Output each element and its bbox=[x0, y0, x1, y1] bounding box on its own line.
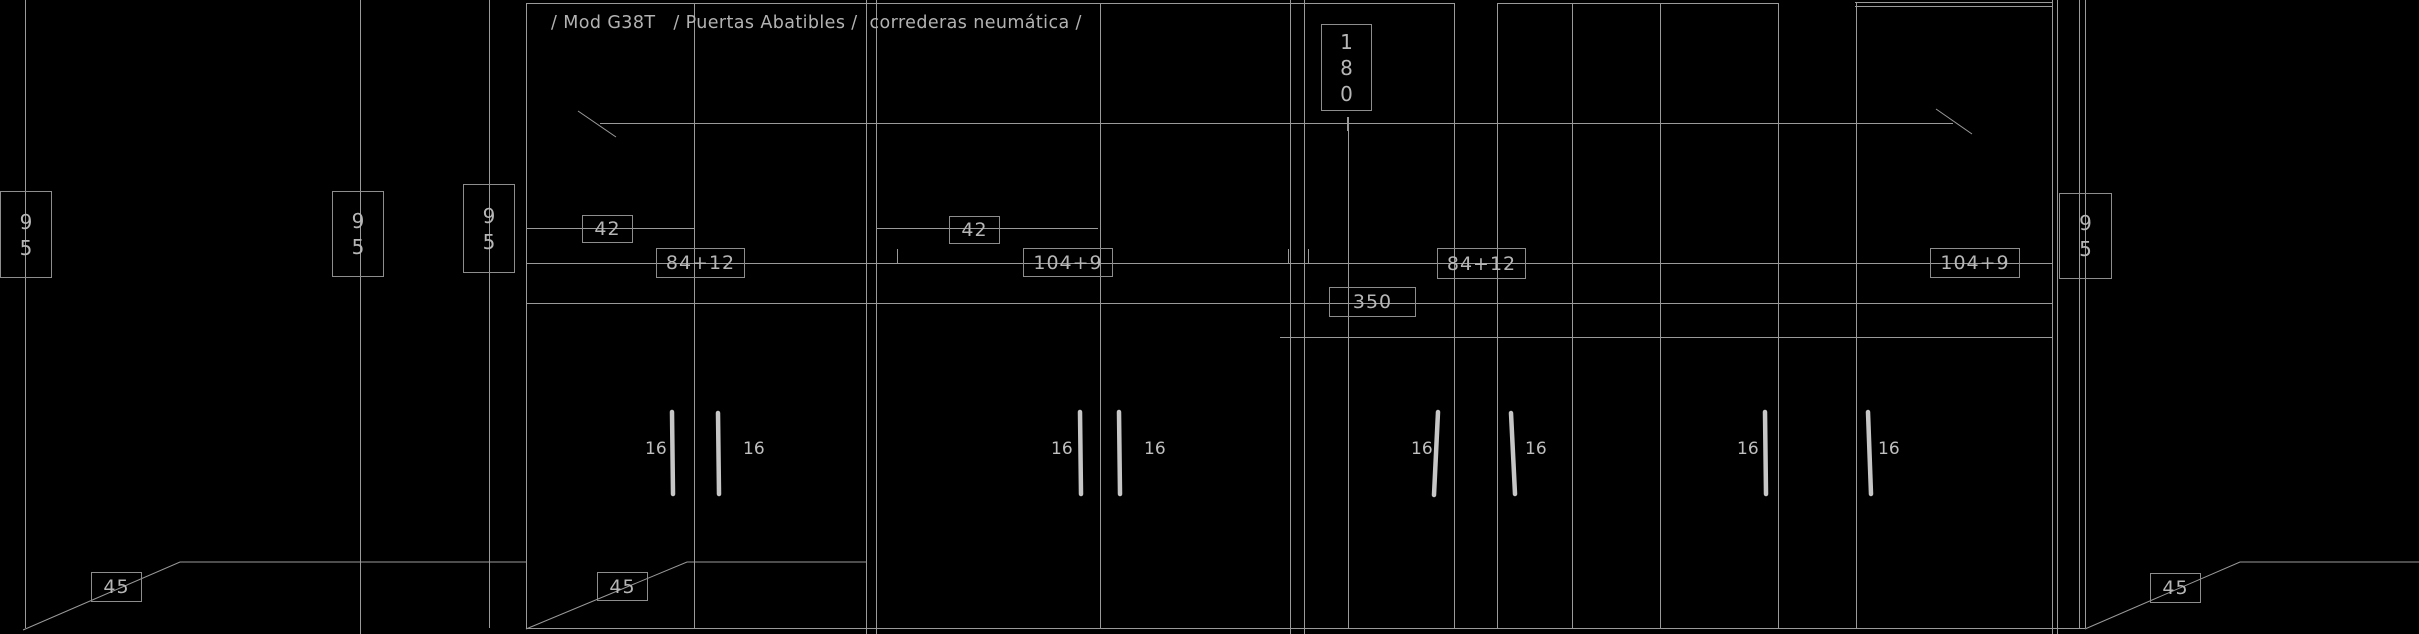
plinth-leader-line-right bbox=[2084, 561, 2419, 630]
dim-label-45-left: 45 bbox=[103, 576, 130, 598]
handle-label-16-4: 16 bbox=[1144, 439, 1166, 459]
dim-box-42-left: 42 bbox=[582, 215, 633, 243]
dim-box-95-right: 95 bbox=[2059, 193, 2112, 279]
handle-label-16-2: 16 bbox=[743, 439, 765, 459]
dim-box-45-right: 45 bbox=[2150, 573, 2201, 603]
door-handle-bar-1 bbox=[669, 409, 676, 497]
dim-label-84-12-right: 84+12 bbox=[1446, 252, 1517, 275]
dim-label-45-mid: 45 bbox=[609, 575, 636, 598]
dim-label-95-left-2: 95 bbox=[351, 209, 365, 259]
dim-box-45-left: 45 bbox=[91, 572, 142, 602]
dim-box-180: 180 bbox=[1321, 24, 1372, 111]
dimension-end-slash-left bbox=[577, 110, 617, 138]
dim-label-104-9-right: 104+9 bbox=[1940, 252, 2010, 274]
door-handle-bar-7 bbox=[1762, 409, 1769, 497]
dim-label-104-9-left: 104+9 bbox=[1033, 251, 1103, 274]
dim-box-350: 350 bbox=[1329, 287, 1416, 317]
dim-label-45-right: 45 bbox=[2162, 577, 2189, 599]
door-handle-bar-5 bbox=[1431, 409, 1441, 498]
dim-box-84-12-left: 84+12 bbox=[656, 248, 745, 278]
dim-box-95-wall-left: 95 bbox=[0, 191, 52, 278]
door-handle-bar-8 bbox=[1865, 409, 1874, 497]
handle-label-16-1: 16 bbox=[645, 439, 667, 459]
plinth-leader-line-left bbox=[22, 561, 526, 631]
drawing-title: / Mod G38T / Puertas Abatibles / correde… bbox=[551, 13, 1082, 33]
handle-label-16-5: 16 bbox=[1411, 439, 1433, 459]
door-handle-bar-2 bbox=[715, 410, 722, 497]
handle-label-16-6: 16 bbox=[1525, 439, 1547, 459]
dim-box-95-left-2: 95 bbox=[332, 191, 384, 277]
dim-box-104-9-right: 104+9 bbox=[1930, 248, 2020, 278]
dim-box-42-mid: 42 bbox=[949, 216, 1000, 244]
dim-label-95-right: 95 bbox=[2079, 211, 2092, 261]
dim-box-95-left-3: 95 bbox=[463, 184, 515, 273]
dimension-end-slash-right bbox=[1935, 108, 1973, 135]
handle-label-16-7: 16 bbox=[1737, 439, 1759, 459]
dim-label-42-mid: 42 bbox=[961, 219, 988, 241]
dim-label-350: 350 bbox=[1352, 291, 1393, 313]
dim-box-84-12-right: 84+12 bbox=[1437, 248, 1526, 279]
dim-label-84-12-left: 84+12 bbox=[665, 252, 736, 274]
door-handle-bar-6 bbox=[1508, 410, 1518, 497]
plinth-leader-line-mid bbox=[525, 561, 866, 630]
dim-label-95-left-3: 95 bbox=[482, 203, 496, 254]
handle-label-16-8: 16 bbox=[1878, 439, 1900, 459]
handle-label-16-3: 16 bbox=[1051, 439, 1073, 459]
door-handle-bar-3 bbox=[1077, 409, 1084, 497]
dim-box-45-mid: 45 bbox=[597, 572, 648, 601]
dim-label-42-left: 42 bbox=[594, 218, 621, 240]
dim-box-104-9-left: 104+9 bbox=[1023, 248, 1113, 277]
dim-label-95-wall-left: 95 bbox=[19, 209, 33, 260]
dim-label-180: 180 bbox=[1340, 29, 1353, 106]
door-handle-bar-4 bbox=[1116, 409, 1123, 497]
